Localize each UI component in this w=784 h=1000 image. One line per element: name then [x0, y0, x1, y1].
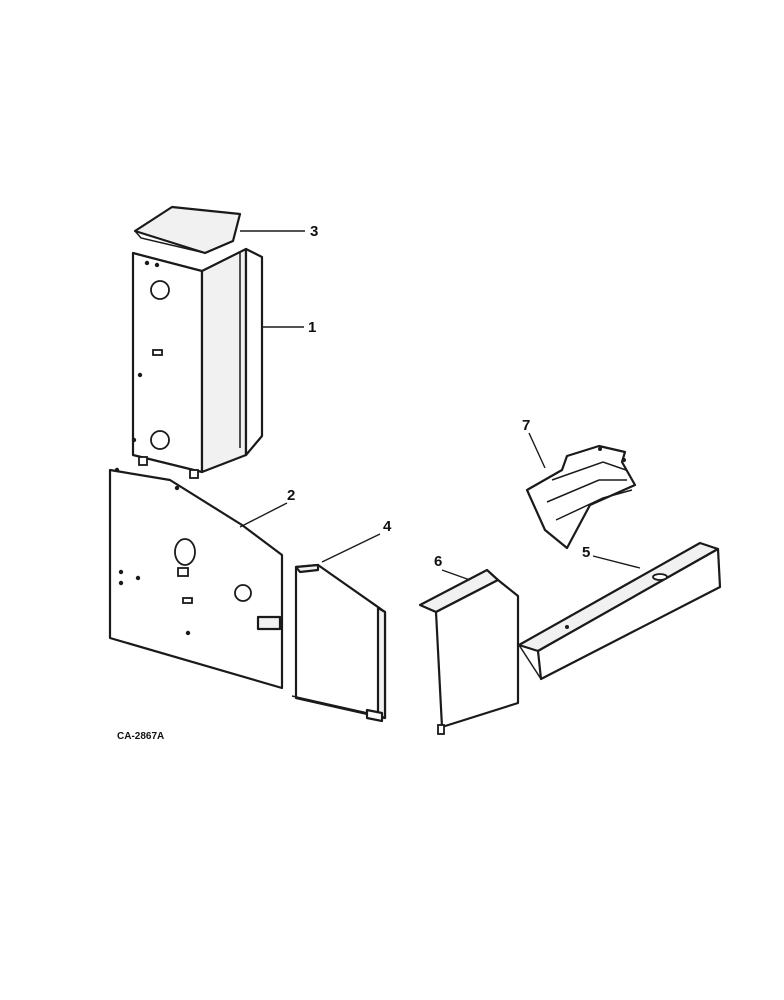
callout-7: 7 — [522, 417, 530, 434]
callout-6: 6 — [434, 553, 442, 570]
part-6-bent-cover — [418, 568, 520, 735]
leader-6 — [441, 569, 471, 581]
panel-latch — [256, 615, 282, 631]
part-4-door-panel — [291, 563, 387, 723]
column-lower-port — [150, 430, 170, 450]
leader-7 — [528, 432, 546, 469]
part-2-side-panel — [108, 467, 284, 690]
column-upper-port — [150, 280, 170, 300]
part-7-bracket — [525, 444, 637, 550]
callout-3: 3 — [310, 223, 318, 240]
callout-2: 2 — [287, 487, 295, 504]
leader-lines — [239, 230, 641, 581]
panel-center-port — [174, 538, 196, 566]
figure-code: CA-2867A — [117, 731, 164, 742]
leader-2 — [239, 502, 288, 528]
part-5-angle-rail — [517, 541, 722, 681]
callout-5: 5 — [582, 544, 590, 561]
column-foot-tab — [138, 456, 148, 466]
leader-4 — [321, 533, 381, 563]
part-3-top-cap — [133, 205, 242, 255]
part-1-column-housing — [131, 247, 264, 479]
panel-right-port — [234, 584, 252, 602]
callout-4: 4 — [383, 518, 392, 535]
leader-5 — [592, 555, 641, 569]
callout-1: 1 — [308, 319, 316, 336]
